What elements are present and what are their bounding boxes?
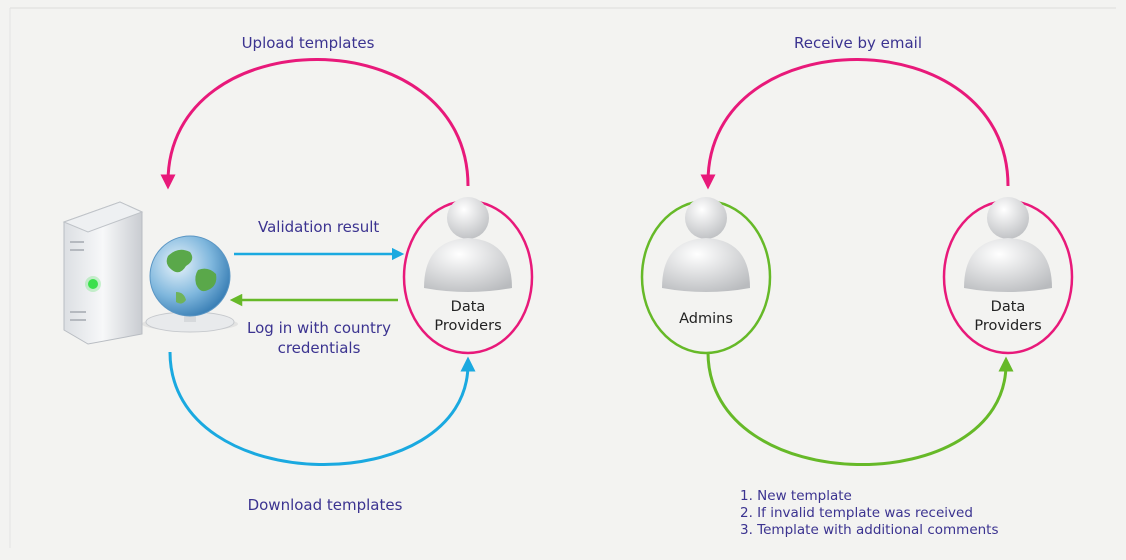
left-data-providers-line1: Data <box>450 299 486 315</box>
user-silhouette-icon <box>662 197 750 292</box>
notes-list: 1. New template 2. If invalid template w… <box>740 488 999 539</box>
left-data-providers-node <box>402 197 534 355</box>
right-data-providers-line1: Data <box>990 299 1026 315</box>
right-data-providers-line2: Providers <box>974 318 1042 334</box>
admins-node <box>640 197 772 355</box>
validation-result-label: Validation result <box>258 218 380 236</box>
right-data-providers-node <box>942 197 1074 355</box>
user-silhouette-icon <box>964 197 1052 292</box>
admins-to-providers-arc <box>706 351 1014 467</box>
server-with-globe-icon <box>62 201 238 345</box>
download-templates-label: Download templates <box>247 496 403 514</box>
left-data-providers-line2: Providers <box>434 318 502 334</box>
notes-item-1: 1. New template <box>740 488 852 504</box>
admins-label: Admins <box>679 311 733 327</box>
notes-item-3: 3. Template with additional comments <box>740 522 999 538</box>
login-label: Log in with country credentials <box>247 318 391 358</box>
receive-arc <box>700 58 1010 190</box>
right-data-providers-label: Data Providers <box>974 298 1041 336</box>
upload-arc <box>160 58 470 190</box>
notes-item-2: 2. If invalid template was received <box>740 505 973 521</box>
login-label-line2: credentials <box>277 339 361 357</box>
user-silhouette-icon <box>424 197 512 292</box>
left-data-providers-label: Data Providers <box>434 298 501 336</box>
receive-by-email-label: Receive by email <box>793 34 923 52</box>
login-label-line1: Log in with country <box>247 319 391 337</box>
download-arc <box>168 351 476 467</box>
upload-templates-label: Upload templates <box>241 34 375 52</box>
